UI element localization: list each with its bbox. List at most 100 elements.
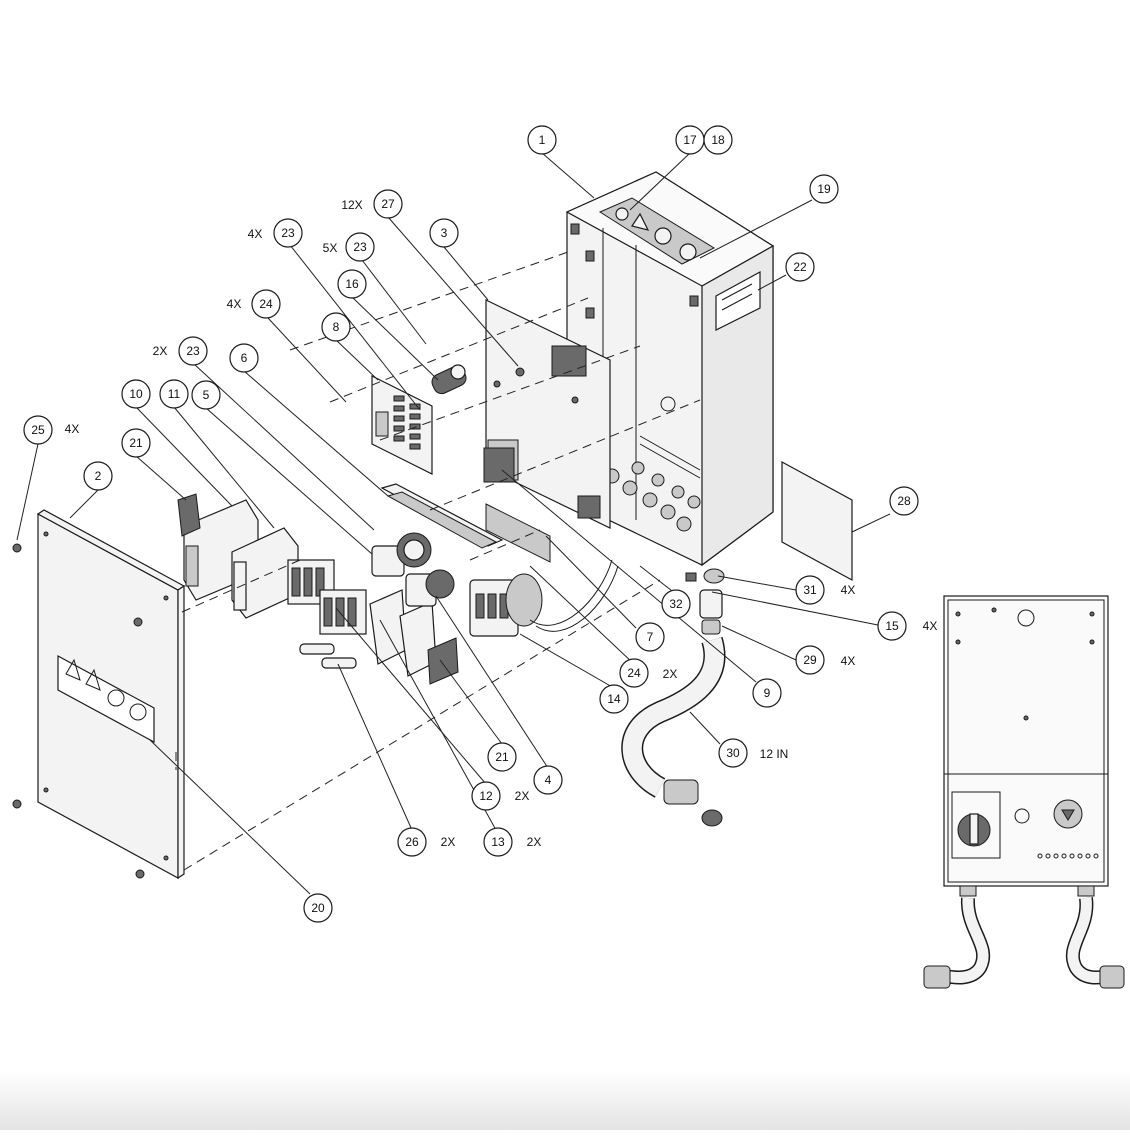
disconnect-switch	[469, 559, 619, 637]
svg-text:17: 17	[683, 133, 697, 147]
no-access-icon	[129, 703, 147, 721]
side-cover-plate	[781, 460, 853, 582]
callout-21a: 21	[121, 428, 151, 458]
qty-23b: 5X	[323, 241, 338, 255]
callout-1: 1	[527, 125, 557, 155]
svg-text:21: 21	[129, 436, 143, 450]
callout-6: 6	[229, 343, 259, 373]
svg-text:2: 2	[95, 469, 102, 483]
callout-3: 3	[429, 218, 459, 248]
svg-text:32: 32	[669, 597, 683, 611]
svg-text:7: 7	[647, 630, 654, 644]
din-rail	[380, 483, 504, 549]
svg-text:24: 24	[259, 297, 273, 311]
svg-text:21: 21	[495, 750, 509, 764]
svg-text:14: 14	[607, 692, 621, 706]
qty-24b: 2X	[663, 667, 678, 681]
qty-12: 2X	[515, 789, 530, 803]
callout-12: 12	[471, 781, 501, 811]
pilot-light-assembly	[371, 532, 432, 577]
relay-modules	[177, 493, 299, 619]
callout-4: 4	[533, 765, 563, 795]
callout-15: 15	[877, 611, 907, 641]
svg-text:31: 31	[803, 583, 817, 597]
callout-31: 31	[795, 575, 825, 605]
bracket-part-7	[485, 503, 551, 563]
callout-28: 28	[889, 486, 919, 516]
svg-text:19: 19	[817, 182, 831, 196]
conduit-assembly	[621, 568, 726, 827]
fuses	[299, 643, 357, 669]
callout-balloons: 1 17 18 19 22 2 7 3 23 23 16 24 8 23 6 10…	[23, 125, 919, 923]
callout-32: 32	[661, 589, 691, 619]
callout-13: 13	[483, 827, 513, 857]
quantity-labels: 12X 4X 5X 4X 2X 4X 4X 4X 4X 2X 12 IN 2X …	[65, 198, 938, 849]
svg-text:29: 29	[803, 653, 817, 667]
callout-24b: 24	[619, 658, 649, 688]
callout-20: 20	[303, 893, 333, 923]
leader-lines	[16, 152, 891, 895]
terminal-board	[371, 375, 433, 475]
qty-23a: 4X	[248, 227, 263, 241]
svg-text:5: 5	[203, 388, 210, 402]
svg-text:18: 18	[711, 133, 725, 147]
front-door	[36, 509, 186, 880]
cable-glands-row	[604, 435, 701, 532]
callout-16: 16	[337, 269, 367, 299]
svg-text:1: 1	[539, 133, 546, 147]
svg-text:4: 4	[545, 773, 552, 787]
svg-text:15: 15	[885, 619, 899, 633]
callout-8: 8	[321, 312, 351, 342]
callout-2: 2	[83, 461, 113, 491]
svg-text:23: 23	[353, 240, 367, 254]
callout-24a: 24	[251, 289, 281, 319]
svg-text:30: 30	[726, 746, 740, 760]
svg-text:13: 13	[491, 835, 505, 849]
terminal-indicator-row	[1037, 853, 1099, 859]
warning-triangle-icon	[65, 658, 81, 681]
front-view	[923, 595, 1125, 989]
callout-30: 30	[718, 738, 748, 768]
door-warning-label	[57, 654, 155, 744]
read-manual-icon	[107, 689, 125, 707]
callout-10: 10	[121, 379, 151, 409]
svg-text:28: 28	[897, 494, 911, 508]
callout-11: 11	[159, 379, 189, 409]
svg-text:25: 25	[31, 423, 45, 437]
svg-text:22: 22	[793, 260, 807, 274]
svg-text:3: 3	[441, 226, 448, 240]
callout-23c: 23	[178, 336, 208, 366]
callout-9: 9	[752, 678, 782, 708]
svg-text:24: 24	[627, 666, 641, 680]
qty-23c: 2X	[153, 344, 168, 358]
callout-29: 29	[795, 645, 825, 675]
qty-26: 2X	[441, 835, 456, 849]
svg-text:8: 8	[333, 320, 340, 334]
qty-25: 4X	[65, 422, 80, 436]
svg-text:23: 23	[281, 226, 295, 240]
svg-text:20: 20	[311, 901, 325, 915]
qty-24a: 4X	[227, 297, 242, 311]
qty-31: 4X	[841, 583, 856, 597]
svg-text:10: 10	[129, 387, 143, 401]
background-floor-shadow	[0, 1070, 1130, 1130]
callout-21b: 21	[487, 742, 517, 772]
door-screws	[12, 543, 145, 879]
svg-text:26: 26	[405, 835, 419, 849]
callout-17: 17	[675, 125, 705, 155]
svg-text:12: 12	[479, 789, 493, 803]
callout-19: 19	[809, 174, 839, 204]
qty-27: 12X	[341, 198, 362, 212]
svg-text:16: 16	[345, 277, 359, 291]
qty-13: 2X	[527, 835, 542, 849]
svg-text:23: 23	[186, 344, 200, 358]
callout-14: 14	[599, 684, 629, 714]
svg-text:11: 11	[168, 387, 181, 401]
callout-23a: 23	[273, 218, 303, 248]
electric-hazard-icon	[85, 668, 101, 691]
qty-29: 4X	[841, 654, 856, 668]
callout-22: 22	[785, 252, 815, 282]
push-button-assembly	[405, 569, 455, 607]
